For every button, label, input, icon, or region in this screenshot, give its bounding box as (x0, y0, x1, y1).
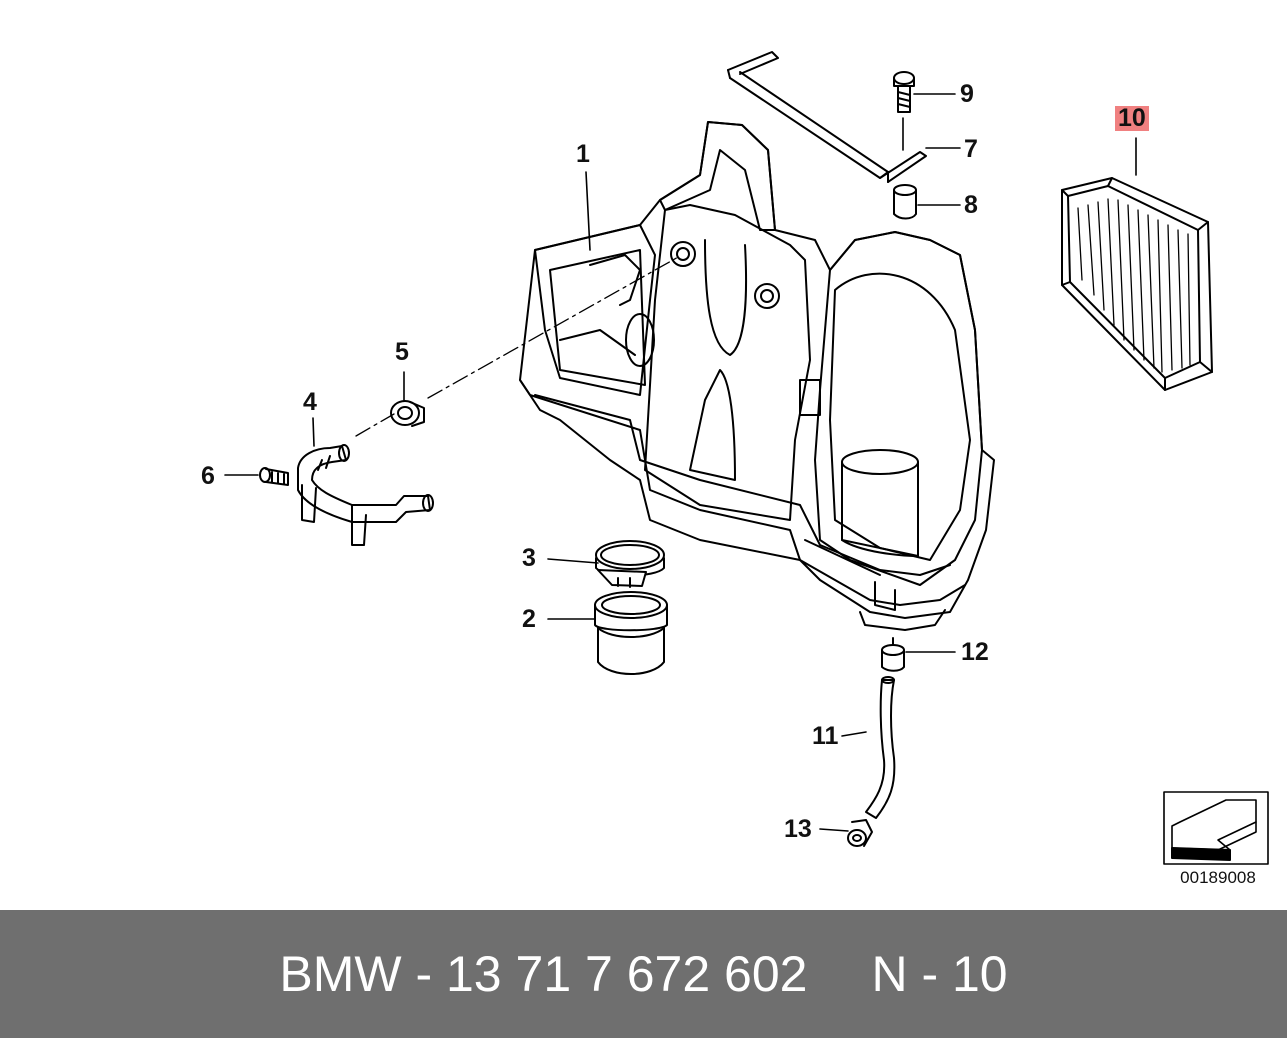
callout-4: 4 (303, 388, 317, 416)
callout-13: 13 (784, 815, 812, 843)
callout-6: 6 (201, 462, 215, 490)
exploded-parts-diagram: 1 2 3 4 5 6 7 8 9 10 11 12 13 00189008 (201, 51, 1269, 887)
direction-arrow-icon (1163, 791, 1269, 865)
screw-part-9 (893, 71, 915, 113)
callout-8: 8 (964, 191, 978, 219)
callout-3: 3 (522, 544, 536, 572)
callout-2: 2 (522, 605, 536, 633)
footer-banner: BMW - 13 71 7 672 602 N - 10 (0, 910, 1287, 1038)
position-text: N - 10 (871, 946, 1008, 1002)
diagram-drawing (224, 51, 1269, 865)
bracket-strap-part-7 (727, 51, 927, 183)
leader-lines (224, 93, 1137, 832)
grommet-part-5 (390, 400, 425, 427)
part-number-text: BMW - 13 71 7 672 602 (279, 946, 808, 1002)
alignment-line (355, 255, 681, 437)
bolt-part-6 (259, 467, 289, 486)
callout-10-highlighted: 10 (1115, 106, 1149, 131)
diagram-number: 00189008 (1180, 868, 1256, 887)
breather-pipe-part-4 (297, 444, 434, 546)
callout-11: 11 (812, 722, 839, 750)
callout-5: 5 (395, 338, 409, 366)
hose-clamp-part-3 (595, 540, 665, 588)
rubber-sleeve-part-2 (594, 591, 668, 675)
filter-element-part-10 (1061, 177, 1213, 391)
callout-7: 7 (964, 135, 978, 163)
grommet-part-13 (847, 819, 873, 847)
clip-part-12 (881, 637, 905, 672)
callout-12: 12 (961, 638, 989, 666)
hose-part-11 (865, 676, 896, 819)
callout-1: 1 (576, 140, 590, 168)
sleeve-part-8 (893, 184, 917, 220)
air-filter-housing-part-1 (519, 121, 995, 631)
callout-9: 9 (960, 80, 974, 108)
